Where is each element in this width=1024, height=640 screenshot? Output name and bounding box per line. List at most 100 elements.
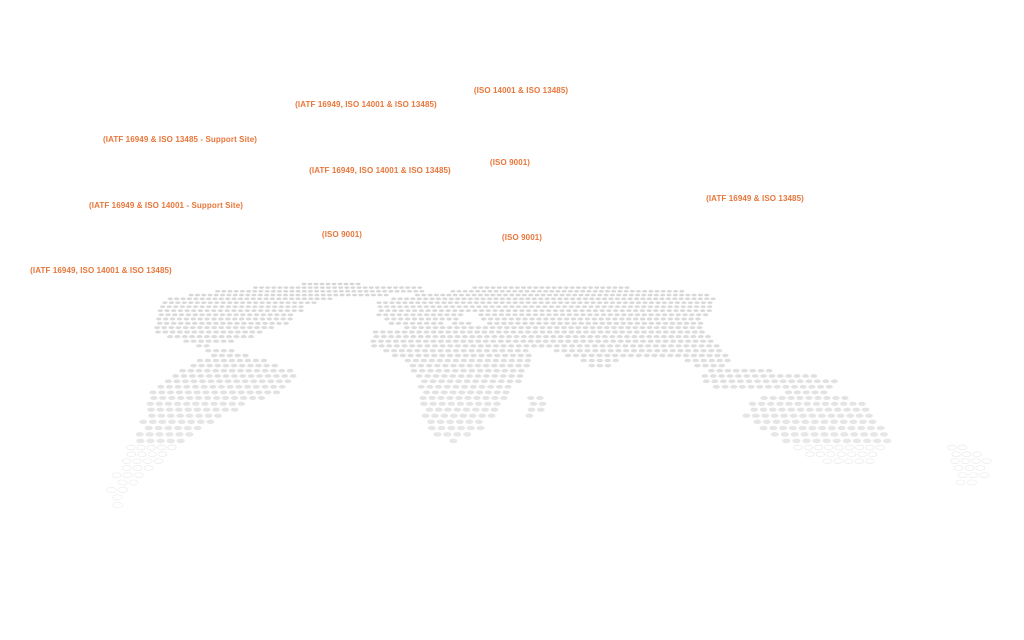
map-dot — [771, 379, 779, 384]
map-dot — [802, 438, 811, 444]
map-dot — [275, 379, 283, 384]
map-dot — [968, 472, 979, 479]
map-dot — [557, 339, 564, 343]
map-dot — [611, 326, 617, 330]
map-dot — [440, 374, 448, 378]
map-dot — [668, 326, 674, 330]
map-dot — [699, 330, 705, 334]
map-dot — [459, 413, 468, 418]
map-dot — [955, 479, 966, 486]
map-dot — [491, 349, 498, 353]
map-dot — [143, 458, 153, 464]
map-dot — [439, 335, 446, 339]
cert-label-site-3[interactable]: (IATF 16949 & ISO 13485 - Support Site) — [102, 135, 258, 144]
cert-label-site-8[interactable]: (ISO 9001) — [321, 230, 363, 239]
map-dot — [799, 384, 807, 389]
map-dot — [599, 309, 605, 313]
map-dot — [220, 330, 227, 334]
map-dot — [313, 282, 319, 286]
map-dot — [211, 326, 218, 330]
cert-label-site-5[interactable]: (IATF 16949, ISO 14001 & ISO 13485) — [309, 166, 451, 175]
map-dot — [622, 301, 629, 305]
map-dot — [690, 353, 698, 358]
map-dot — [588, 305, 594, 309]
map-dot — [136, 438, 145, 444]
map-dot — [584, 349, 591, 353]
map-dot — [474, 330, 481, 334]
map-dot — [667, 353, 674, 358]
map-dot — [452, 293, 458, 297]
map-dot — [612, 330, 618, 334]
map-dot — [957, 444, 967, 451]
map-dot — [523, 344, 530, 348]
map-dot — [421, 349, 429, 353]
map-dot — [423, 321, 430, 325]
map-dot — [666, 309, 672, 313]
map-dot — [780, 413, 788, 418]
map-dot — [291, 301, 298, 305]
map-dot — [587, 335, 594, 339]
map-dot — [407, 290, 412, 293]
map-dot — [219, 401, 227, 406]
map-dot — [204, 413, 213, 418]
map-dot — [499, 309, 505, 313]
map-dot — [490, 286, 496, 289]
map-dot — [136, 444, 146, 451]
map-dot — [697, 293, 703, 297]
map-dot — [626, 309, 632, 313]
map-dot — [546, 309, 552, 313]
map-dot — [274, 313, 280, 317]
map-dot — [502, 390, 510, 395]
cert-label-site-9[interactable]: (ISO 9001) — [501, 233, 543, 242]
map-dot — [269, 297, 275, 301]
cert-label-site-4[interactable]: (ISO 9001) — [489, 158, 531, 167]
map-dot — [672, 293, 678, 297]
cert-label-site-7[interactable]: (IATF 16949 & ISO 14001 - Support Site) — [88, 201, 244, 210]
map-dot — [506, 335, 513, 339]
map-dot — [538, 301, 544, 305]
cert-label-site-2[interactable]: (IATF 16949, ISO 14001 & ISO 13485) — [295, 100, 437, 109]
map-dot — [501, 353, 509, 358]
map-dot — [425, 317, 432, 321]
map-dot — [445, 330, 452, 334]
map-dot — [525, 297, 531, 301]
map-dot — [534, 293, 540, 297]
map-dot — [212, 313, 219, 317]
map-dot — [240, 301, 246, 305]
map-dot — [432, 326, 439, 330]
map-dot — [539, 309, 545, 313]
map-dot — [447, 301, 453, 305]
map-dot — [220, 358, 228, 363]
map-dot — [258, 379, 266, 384]
map-dot — [419, 396, 427, 400]
map-dot — [176, 438, 185, 444]
map-dot — [718, 374, 726, 378]
map-dot — [259, 286, 264, 289]
map-dot — [188, 293, 194, 297]
map-dot — [785, 374, 793, 378]
map-dot — [189, 326, 196, 330]
map-dot — [627, 305, 634, 309]
cert-label-site-10[interactable]: (IATF 16949, ISO 14001 & ISO 13485) — [30, 266, 172, 275]
map-dot — [496, 305, 502, 309]
map-dot — [206, 419, 215, 424]
map-dot — [508, 286, 514, 289]
map-dot — [589, 326, 596, 330]
map-dot — [641, 330, 647, 334]
map-dot — [277, 290, 282, 293]
map-dot — [491, 374, 499, 378]
map-dot — [427, 368, 434, 373]
map-dot — [176, 413, 185, 418]
map-dot — [276, 293, 282, 297]
map-dot — [529, 401, 538, 406]
map-dot — [416, 321, 423, 325]
map-dot — [640, 297, 646, 301]
cert-label-site-6[interactable]: (IATF 16949 & ISO 13485) — [706, 194, 804, 203]
map-dot — [404, 326, 410, 330]
map-dot — [237, 390, 245, 395]
map-dot — [475, 419, 483, 424]
cert-label-site-1[interactable]: (ISO 14001 & ISO 13485) — [473, 86, 569, 95]
map-dot — [418, 309, 425, 313]
map-dot — [194, 293, 201, 297]
map-dot — [203, 344, 210, 348]
